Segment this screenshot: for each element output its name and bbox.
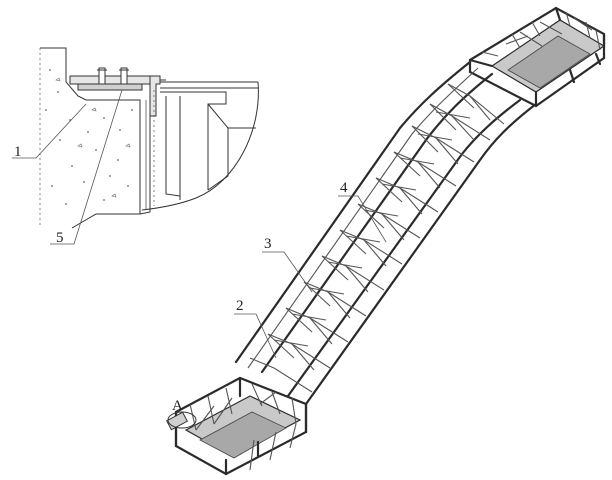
- truss-web-members: [249, 83, 505, 393]
- angle-bracket: [149, 75, 161, 117]
- detail-a-callout: [167, 411, 197, 429]
- label-detail-a: A: [172, 398, 183, 414]
- detail-a-section-view: 1 5: [12, 47, 259, 246]
- leader-part-1: [12, 103, 87, 159]
- inclined-truss-chords: [234, 60, 538, 406]
- leader-part-3: [262, 251, 313, 293]
- upper-landing-frame: [468, 6, 606, 108]
- concrete-hatch: [45, 69, 133, 205]
- leader-part-2: [234, 313, 277, 359]
- truss-end-frame: [139, 86, 151, 215]
- concrete-wall: [40, 47, 141, 229]
- bearing-plate: [77, 83, 143, 91]
- anchor-bolts: [97, 67, 129, 85]
- label-part-3: 3: [264, 236, 272, 252]
- lower-landing-frame: [166, 376, 308, 476]
- label-part-1: 1: [14, 144, 22, 160]
- machine-room-outline: [160, 91, 256, 200]
- detail-boundary-arc: [141, 81, 259, 211]
- floor-plate: [160, 81, 258, 89]
- leader-part-5: [50, 89, 123, 245]
- leader-part-4: [338, 195, 387, 243]
- support-plate: [69, 75, 155, 85]
- label-part-5: 5: [56, 230, 64, 246]
- label-part-4: 4: [340, 180, 348, 196]
- label-part-2: 2: [236, 298, 244, 314]
- escalator-truss: A 4 3 2: [166, 6, 606, 476]
